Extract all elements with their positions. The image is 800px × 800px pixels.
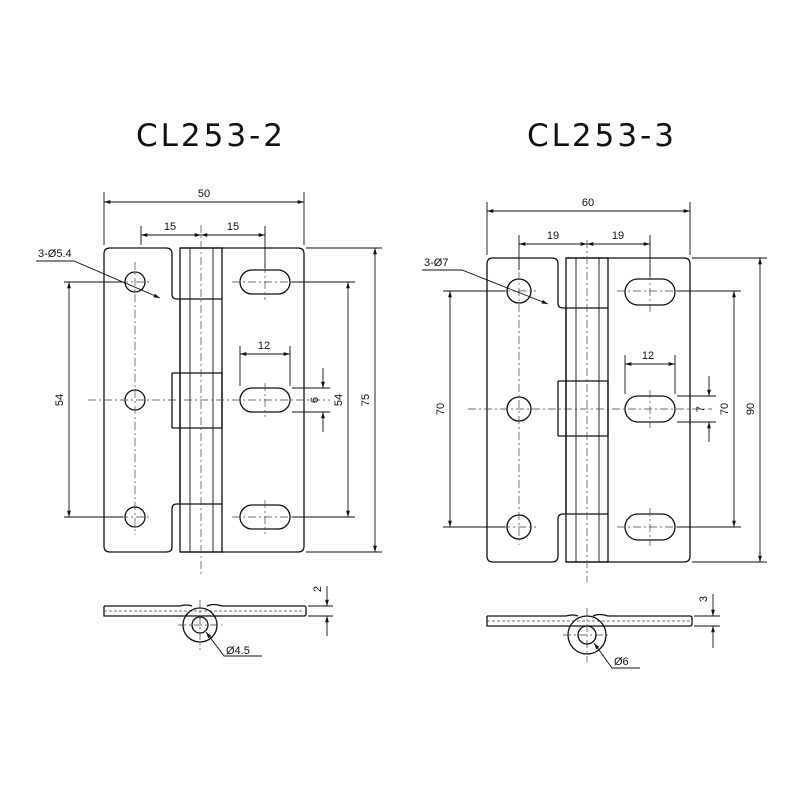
dim-thickness-label: 3 bbox=[698, 596, 710, 602]
dim-slot-length-label: 12 bbox=[642, 350, 654, 362]
extension-lines bbox=[677, 290, 741, 528]
pin-leader bbox=[593, 642, 640, 669]
dim-half-left-label: 15 bbox=[164, 221, 176, 233]
dim-height-label: 75 bbox=[360, 394, 372, 406]
side-leaf bbox=[486, 615, 693, 627]
dim-hole-pitch-label: 70 bbox=[435, 403, 447, 415]
extension-lines bbox=[239, 346, 291, 386]
hole-spec-label: 3-Ø5.4 bbox=[38, 248, 72, 260]
side-leaf bbox=[103, 605, 307, 617]
center-lines bbox=[468, 240, 712, 582]
dim-width-label: 60 bbox=[582, 197, 594, 209]
extension-lines bbox=[292, 281, 355, 518]
right-leaf-outline bbox=[566, 257, 691, 563]
hole-spec-label: 3-Ø7 bbox=[424, 257, 448, 269]
hole-leader bbox=[422, 269, 549, 305]
pin-dia-label: Ø4.5 bbox=[226, 645, 250, 657]
extension-lines bbox=[140, 226, 266, 268]
dim-slot-length-label: 12 bbox=[258, 340, 270, 352]
dim-thickness-label: 2 bbox=[312, 586, 324, 592]
extension-lines bbox=[692, 257, 767, 563]
dim-slot-pitch-label: 70 bbox=[719, 403, 731, 415]
title-cl253-2: CL253-2 bbox=[136, 118, 286, 154]
dim-height-label: 90 bbox=[745, 403, 757, 415]
extension-lines bbox=[306, 247, 382, 553]
side-knuckle-join bbox=[565, 613, 609, 617]
side-knuckle-join bbox=[179, 603, 223, 607]
dim-width-label: 50 bbox=[198, 188, 210, 200]
pin-dia-label: Ø6 bbox=[614, 656, 629, 668]
extension-lines bbox=[64, 281, 123, 518]
extension-lines bbox=[443, 290, 505, 528]
extension-lines bbox=[624, 355, 676, 394]
dim-slot-pitch-label: 54 bbox=[333, 394, 345, 406]
hinge-cl253-3-side-view: 3 Ø6 bbox=[486, 594, 720, 669]
extension-lines bbox=[518, 235, 651, 276]
hinge-cl253-2-side-view: 2 Ø4.5 bbox=[103, 586, 333, 657]
dim-slot-width-label: 7 bbox=[695, 406, 707, 412]
hole-leader bbox=[36, 260, 161, 299]
dim-half-right-label: 19 bbox=[612, 230, 624, 242]
title-cl253-3: CL253-3 bbox=[527, 118, 677, 154]
side-center-lines bbox=[178, 600, 222, 650]
dim-slot-width-label: 6 bbox=[309, 397, 321, 403]
hinge-cl253-2-front-view: 50 15 15 3-Ø5.4 54 12 6 54 75 bbox=[36, 188, 382, 575]
pin-leader bbox=[205, 631, 262, 657]
extension-lines bbox=[486, 202, 691, 255]
center-lines bbox=[88, 225, 330, 575]
extension-lines bbox=[308, 605, 333, 617]
dim-half-left-label: 19 bbox=[547, 230, 559, 242]
hinge-cl253-3-front-view: 60 19 19 3-Ø7 70 12 7 70 90 bbox=[422, 197, 767, 582]
extension-lines bbox=[694, 615, 720, 627]
dim-half-right-label: 15 bbox=[227, 221, 239, 233]
dim-hole-pitch-label: 54 bbox=[54, 394, 66, 406]
side-center-lines bbox=[563, 608, 611, 662]
left-leaf-outline bbox=[486, 257, 567, 563]
